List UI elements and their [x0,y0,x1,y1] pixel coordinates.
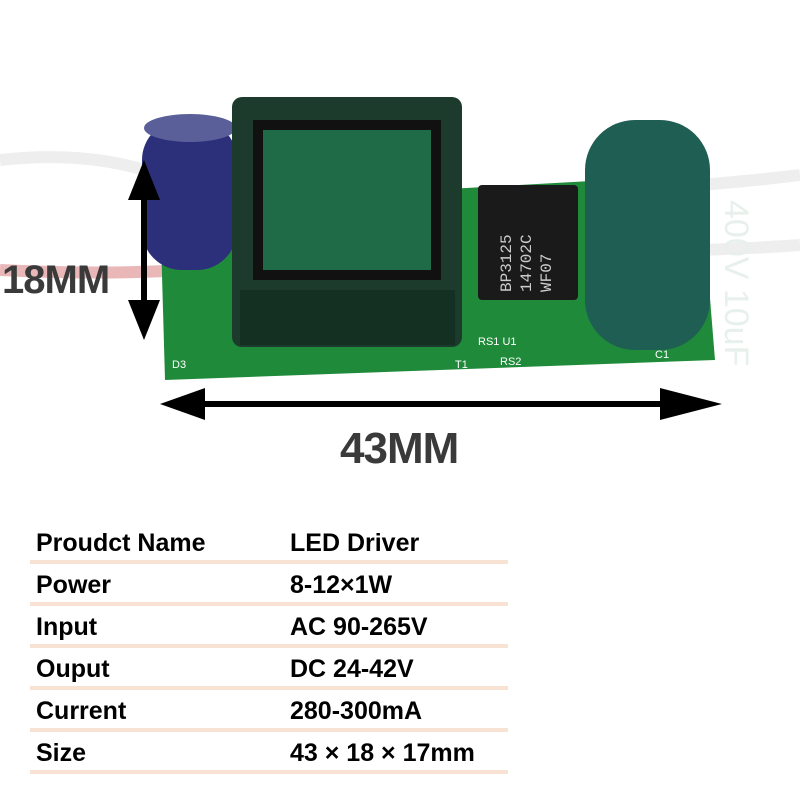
spec-value: LED Driver [290,529,420,557]
capacitor-marking: 400V 10uF [717,200,755,366]
spec-label: Proudct Name [36,529,206,557]
spec-row: Input AC 90-265V [30,606,508,648]
width-dimension-label: 43MM [340,424,459,473]
silk-c1: C1 [655,349,669,361]
chip-markings: BP3125 14702C WF07 [498,234,556,292]
height-dimension-label: 18MM [2,258,110,302]
silk-rs2: RS2 [500,356,521,368]
spec-label: Power [36,571,112,599]
spec-row: Ouput DC 24-42V [30,648,508,690]
spec-row: Current 280-300mA [30,690,508,732]
height-arrow [128,160,160,340]
large-capacitor [585,120,710,350]
spec-row: Proudct Name LED Driver [30,522,508,564]
silk-t1: T1 [455,359,468,371]
spec-value: 8-12×1W [290,571,393,599]
small-capacitor [142,120,237,270]
spec-row: Size 43 × 18 × 17mm [30,732,508,774]
silk-rs1-u1: RS1 U1 [478,336,517,348]
ic-chip [478,185,578,300]
chip-text-3: WF07 [538,254,556,292]
product-photo: BP3125 14702C WF07 400V 10uF RS1 U1 RS2 … [0,97,800,420]
chip-text-1: BP3125 [498,234,516,292]
spec-value: AC 90-265V [290,613,428,641]
white-wire-left [0,151,163,181]
spec-label: Ouput [36,655,110,683]
spec-value: 280-300mA [290,697,423,725]
width-arrow [160,388,722,420]
spec-label: Current [36,697,127,725]
spec-row: Power 8-12×1W [30,564,508,606]
spec-label: Size [36,739,87,767]
spec-label: Input [36,613,98,641]
white-wire-right-2 [699,239,800,256]
white-wire-right [699,169,800,191]
chip-text-2: 14702C [518,234,536,292]
silk-d3: D3 [172,359,186,371]
spec-value: DC 24-42V [290,655,414,683]
spec-value: 43 × 18 × 17mm [290,739,475,767]
